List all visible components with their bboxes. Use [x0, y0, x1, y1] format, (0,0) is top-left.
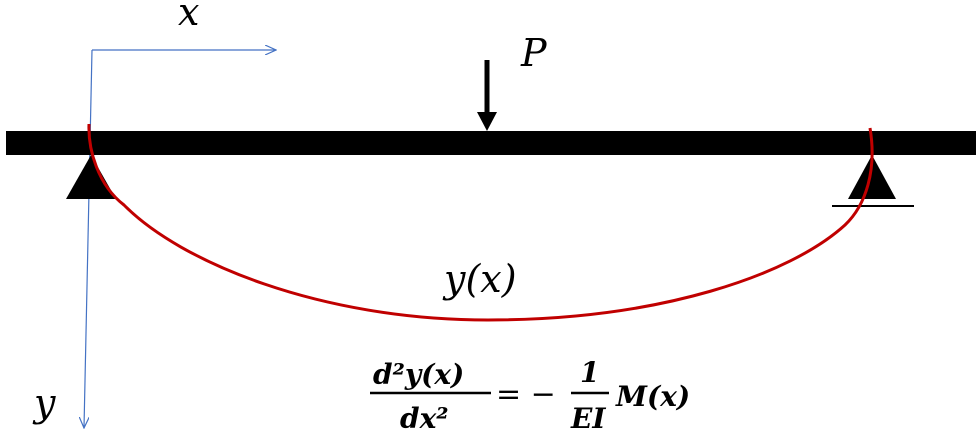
deflection-curve [87, 123, 874, 322]
beam [6, 131, 976, 155]
pin-support-triangle-icon [66, 155, 116, 199]
equation-numerator: d²y(x) [373, 358, 464, 391]
equation-coefficient-denominator: EI [570, 402, 606, 435]
equation-equals-minus: = − [496, 377, 556, 412]
load-label: P [520, 31, 548, 75]
y-axis-line [84, 49, 93, 428]
roller-support-triangle-icon [832, 155, 914, 207]
governing-equation: d²y(x) dx² = − 1 EI M(x) [370, 356, 690, 435]
y-axis-label: y [32, 381, 56, 425]
x-axis-label: x [178, 0, 199, 34]
down-arrow-icon [477, 60, 497, 131]
deflection-curve-label: y(x) [442, 257, 517, 301]
equation-denominator: dx² [400, 402, 449, 435]
equation-rhs: M(x) [615, 380, 690, 413]
equation-coefficient-numerator: 1 [580, 356, 599, 389]
